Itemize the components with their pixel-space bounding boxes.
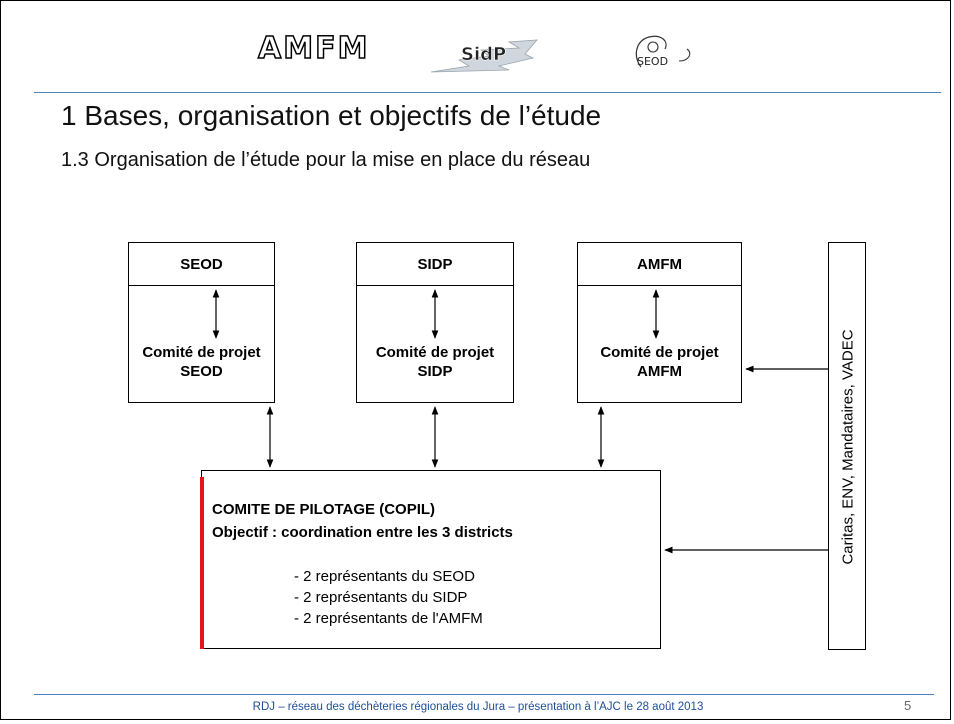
seod-committee-line1: Comité de projet <box>142 344 261 361</box>
slide-title: 1 Bases, organisation et objectifs de l’… <box>61 100 602 131</box>
seod-district-box: SEOD Comité de projet SEOD <box>128 242 275 403</box>
sidp-box-header: SIDP <box>357 243 513 286</box>
copil-box: COMITE DE PILOTAGE (COPIL) Objectif : co… <box>200 470 661 649</box>
page-number: 5 <box>904 698 912 713</box>
seod-committee-line2: SEOD <box>180 363 223 380</box>
amfm-committee-line2: AMFM <box>637 363 682 380</box>
sidp-logo-text: SidP <box>461 44 506 65</box>
copil-members-list: - 2 représentants du SEOD - 2 représenta… <box>294 566 483 629</box>
seod-logo: SEOD <box>635 35 691 68</box>
header-rule <box>34 92 941 93</box>
footer-text: RDJ – réseau des déchèteries régionales … <box>252 701 704 713</box>
sidp-committee-line1: Comité de projet <box>375 344 495 361</box>
copil-member-sidp: - 2 représentants du SIDP <box>294 589 468 606</box>
copil-title: COMITE DE PILOTAGE (COPIL) <box>212 501 436 518</box>
sidp-district-box: SIDP Comité de projet SIDP <box>356 242 514 403</box>
sidp-logo: SidP <box>430 39 538 73</box>
seod-logo-text: SEOD <box>637 55 668 68</box>
partners-label: Caritas, ENV, Mandataires, VADEC <box>839 329 857 565</box>
partners-box: Caritas, ENV, Mandataires, VADEC <box>828 242 866 650</box>
amfm-committee-line1: Comité de projet <box>600 344 719 361</box>
copil-member-amfm: - 2 représentants de l'AMFM <box>294 610 483 627</box>
amfm-project-committee: Comité de projet AMFM <box>578 343 741 381</box>
sidp-project-committee: Comité de projet SIDP <box>357 343 513 381</box>
amfm-box-header: AMFM <box>578 243 741 286</box>
footer-rule <box>34 694 934 695</box>
copil-member-seod: - 2 représentants du SEOD <box>294 568 475 585</box>
slide-subtitle: 1.3 Organisation de l’étude pour la mise… <box>61 149 591 171</box>
seod-project-committee: Comité de projet SEOD <box>129 343 274 381</box>
copil-objective: Objectif : coordination entre les 3 dist… <box>212 524 513 541</box>
amfm-logo: AMFM <box>257 31 370 66</box>
amfm-district-box: AMFM Comité de projet AMFM <box>577 242 742 403</box>
seod-box-header: SEOD <box>129 243 274 286</box>
sidp-committee-line2: SIDP <box>417 363 453 380</box>
copil-accent-bar <box>200 477 204 649</box>
